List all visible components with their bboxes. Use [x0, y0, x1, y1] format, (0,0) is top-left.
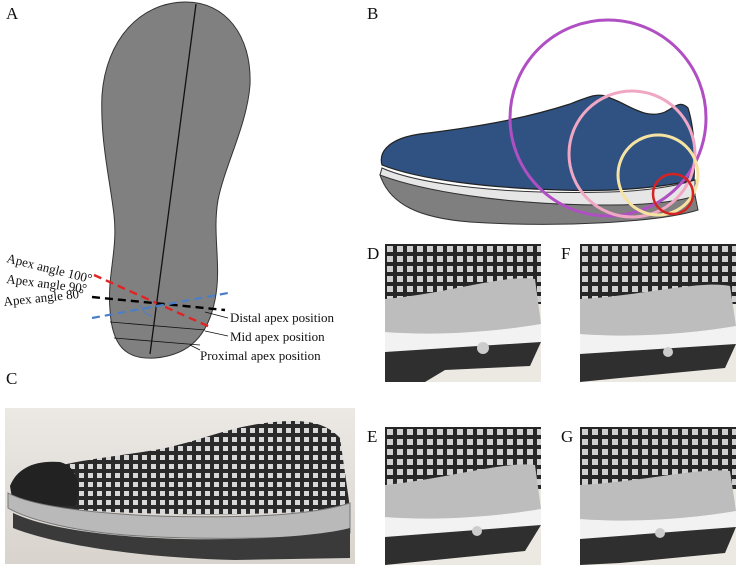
photo-upper — [15, 420, 350, 515]
apex-90-line — [91, 295, 226, 312]
panel-letter-g: G — [561, 427, 574, 446]
mid-leader — [204, 330, 229, 337]
proximal-leader — [189, 344, 201, 351]
panel-letter-f: F — [561, 244, 571, 263]
panel-a-insole-diagram: Apex angle 100° Apex angle 90° Apex angl… — [3, 1, 334, 363]
photo-d-drawing — [385, 244, 541, 382]
apex-100-line — [93, 273, 211, 329]
upper-shape — [380, 94, 696, 192]
photo-outsole — [13, 513, 350, 560]
panel-letter-d: D — [367, 244, 380, 263]
label-proximal: Proximal apex position — [200, 348, 321, 363]
distal-leader — [204, 311, 229, 319]
photo-g-drawing — [580, 427, 736, 565]
panel-e-photo — [385, 427, 541, 565]
panel-letter-b: B — [367, 4, 379, 23]
angle-arc — [139, 304, 153, 317]
panel-f-photo — [580, 244, 736, 382]
insole-axis-line — [149, 3, 197, 355]
midsole-shape — [379, 167, 696, 206]
circle-purple — [508, 18, 708, 218]
label-mid: Mid apex position — [230, 329, 325, 344]
insole-outline — [101, 1, 251, 359]
apex-80-line — [91, 291, 229, 320]
photo-f-drawing — [580, 244, 736, 382]
photo-e-drawing — [385, 427, 541, 565]
panel-letter-a: A — [6, 4, 19, 23]
panel-b-shoe-illustration — [379, 18, 708, 225]
proximal-line — [113, 337, 201, 346]
panel-g-photo — [580, 427, 736, 565]
panel-letter-e: E — [367, 427, 378, 446]
circle-red — [651, 172, 695, 216]
mid-line — [109, 321, 206, 331]
circle-yellow — [616, 133, 700, 217]
panel-d-photo — [385, 244, 541, 382]
label-apex-80: Apex angle 80° — [3, 286, 85, 309]
shoe-photo-drawing — [7, 420, 351, 560]
photo-toe-cap — [10, 461, 79, 506]
circle-pink — [567, 89, 697, 219]
panel-letter-c: C — [6, 369, 18, 388]
label-distal: Distal apex position — [230, 310, 334, 325]
panel-c-shoe-photo — [5, 408, 355, 564]
